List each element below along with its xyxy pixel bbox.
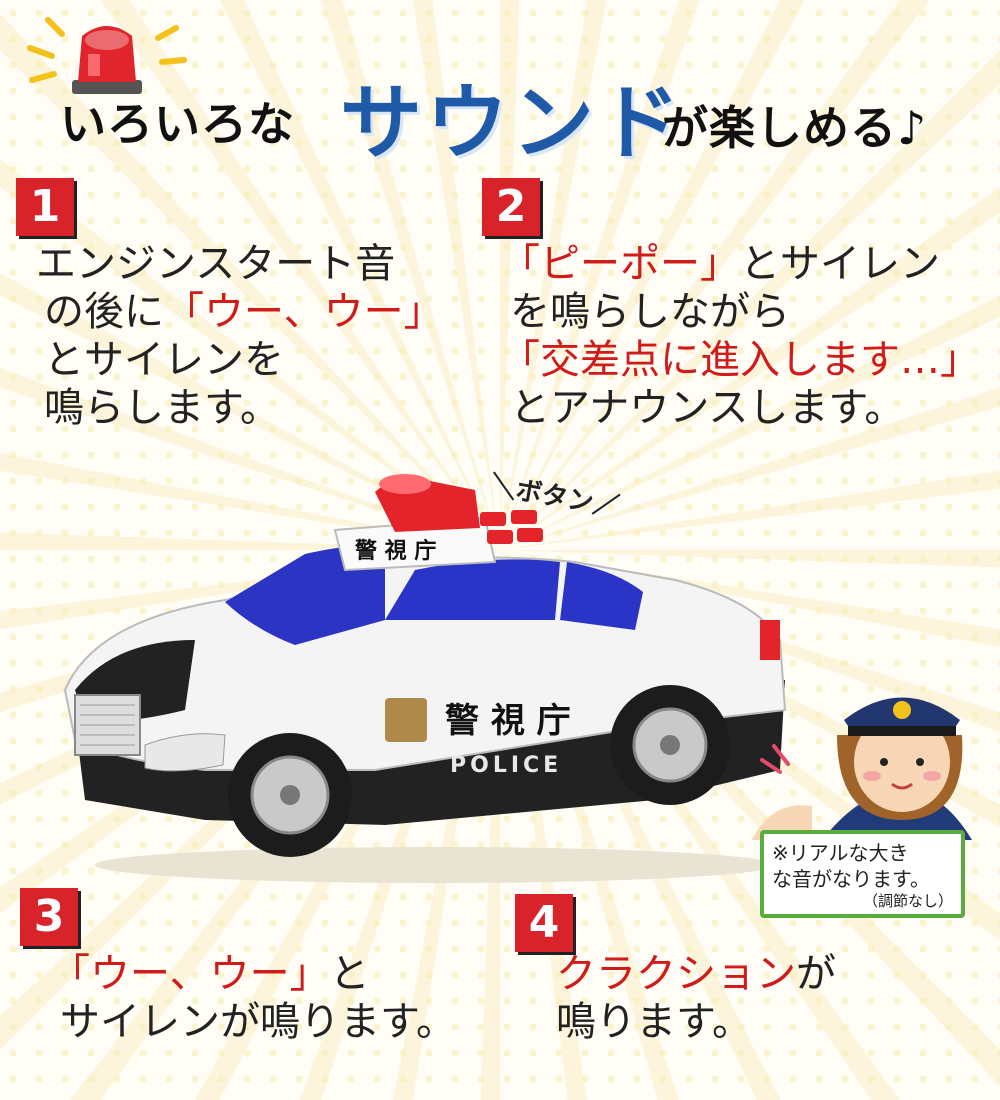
number-badge-4: 4	[515, 894, 573, 952]
text-span: が	[796, 951, 836, 997]
text-span: 鳴ります。	[556, 999, 752, 1045]
rear-wheel	[610, 685, 730, 805]
text-span: とサイレンを	[44, 337, 284, 383]
section-4-text: クラクションが 鳴ります。	[556, 950, 836, 1046]
text-span: とアナウンスします。	[510, 385, 905, 431]
section-2-line-1: 「ピーポー」とサイレン	[500, 240, 980, 288]
note-line-3: （調節なし）	[862, 892, 953, 910]
section-2-line-4: とアナウンスします。	[500, 384, 980, 432]
section-3-text: 「ウー、ウー」と サイレンが鳴ります。	[50, 950, 456, 1046]
front-wheel	[228, 733, 352, 857]
section-2-line-3: 「交差点に進入します…」	[500, 336, 980, 384]
section-2-text: 「ピーポー」とサイレン を鳴らしながら 「交差点に進入します…」 とアナウンスし…	[500, 240, 980, 432]
note-line-1: ※リアルな大き	[772, 841, 909, 865]
section-2-line-2: を鳴らしながら	[500, 288, 980, 336]
side-text: 警 視 庁	[445, 701, 571, 741]
section-1-line-1: エンジンスタート音	[36, 240, 444, 288]
section-3-line-1: 「ウー、ウー」と	[50, 950, 456, 998]
sound-buttons[interactable]	[480, 510, 543, 544]
police-text: POLICE	[450, 753, 562, 778]
text-span: を鳴らしながら	[510, 289, 790, 335]
police-car: 警 視 庁 警 視 庁 POLICE	[63, 474, 787, 883]
header: いろいろな サウンド が楽しめる♪	[0, 0, 1000, 171]
title-suffix: が楽しめる♪	[662, 101, 928, 155]
text-span: とサイレン	[740, 241, 940, 287]
section-1-line-2: の後に「ウー、ウー」	[36, 288, 444, 336]
text-span: 鳴らします。	[44, 385, 280, 431]
text-span-red: クラクション	[556, 951, 796, 997]
text-span-red: 「ピーポー」	[500, 241, 740, 287]
section-1-text: エンジンスタート音 の後に「ウー、ウー」 とサイレンを 鳴らします。	[36, 240, 444, 432]
note-board: ※リアルな大き な音がなります。 （調節なし）	[760, 830, 965, 918]
number-badge-3: 3	[20, 888, 78, 946]
text-span: エンジンスタート音	[36, 241, 396, 287]
section-1-line-4: 鳴らします。	[36, 384, 444, 432]
text-span: サイレンが鳴ります。	[60, 999, 456, 1045]
number-badge-1: 1	[16, 178, 74, 236]
section-3-line-2: サイレンが鳴ります。	[50, 998, 456, 1046]
number-badge-2: 2	[482, 178, 540, 236]
title-main: サウンド	[340, 76, 685, 171]
police-officer-illustration	[752, 697, 972, 840]
roof-sign-text: 警 視 庁	[354, 538, 436, 564]
note-line-2: な音がなります。	[772, 867, 930, 891]
section-4-line-2: 鳴ります。	[556, 998, 836, 1046]
text-span: と	[329, 951, 370, 997]
text-span-red: 「ウー、ウー」	[50, 951, 330, 997]
text-span-red: 「交差点に進入します…」	[500, 337, 980, 383]
title-prefix: いろいろな	[60, 97, 295, 151]
siren-icon	[27, 17, 187, 94]
text-span-red: 「ウー、ウー」	[164, 289, 444, 335]
section-4-line-1: クラクションが	[556, 950, 836, 998]
text-span: の後に	[44, 289, 164, 335]
section-1-line-3: とサイレンを	[36, 336, 444, 384]
